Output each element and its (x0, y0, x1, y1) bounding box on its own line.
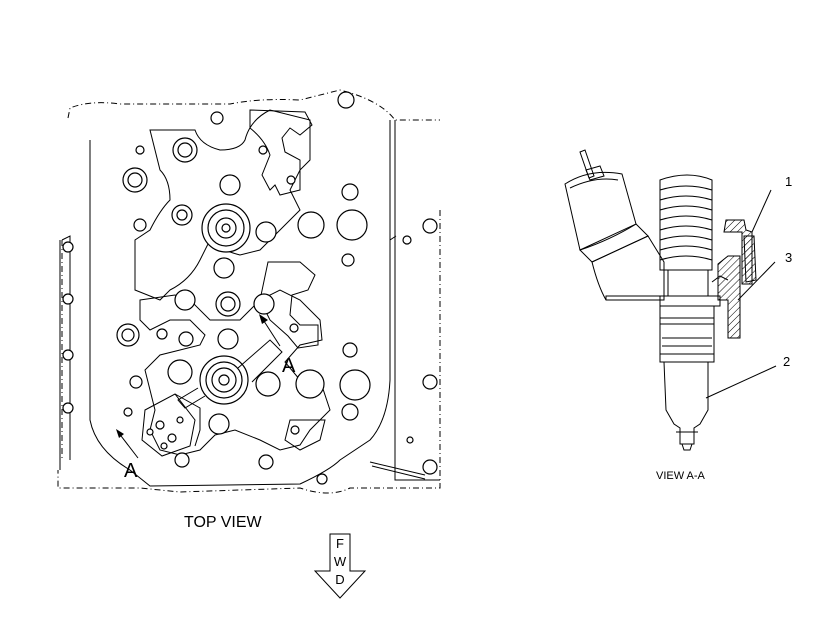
injector-solenoid-top (141, 393, 201, 457)
section-arrow-upper (259, 314, 281, 347)
leader-3 (737, 261, 776, 301)
forward-direction-arrow: F W D (313, 533, 367, 599)
head-outline (57, 89, 441, 494)
injector-nozzle (663, 361, 709, 445)
hold-down-clamp (711, 219, 757, 339)
injector-section-view: 1 3 2 (564, 149, 792, 451)
callout-3: 3 (785, 250, 792, 265)
rocker-pedestal-lower (139, 289, 331, 456)
section-view-caption: VIEW A-A (656, 470, 706, 482)
fwd-letter-d: D (335, 572, 344, 587)
cylinder-head-top-view: A A (57, 89, 441, 494)
injector-bore-upper (201, 203, 251, 253)
deck-boundary (89, 120, 440, 487)
injector-spring (659, 174, 713, 271)
leader-1 (751, 189, 772, 233)
leader-2 (705, 365, 777, 399)
section-arrow-lower (116, 429, 139, 459)
injector-body (659, 305, 715, 363)
section-marker-lower: A (124, 460, 138, 482)
rocker-pedestal-upper (134, 109, 311, 301)
callout-1: 1 (785, 174, 792, 189)
fwd-letter-w: W (334, 554, 347, 569)
callout-2: 2 (783, 354, 790, 369)
solenoid-housing (564, 171, 637, 251)
fwd-letter-f: F (336, 536, 344, 551)
injector-bore-lower (177, 339, 283, 409)
section-marker-upper: A (282, 355, 296, 377)
top-view-caption: TOP VIEW (184, 514, 263, 531)
